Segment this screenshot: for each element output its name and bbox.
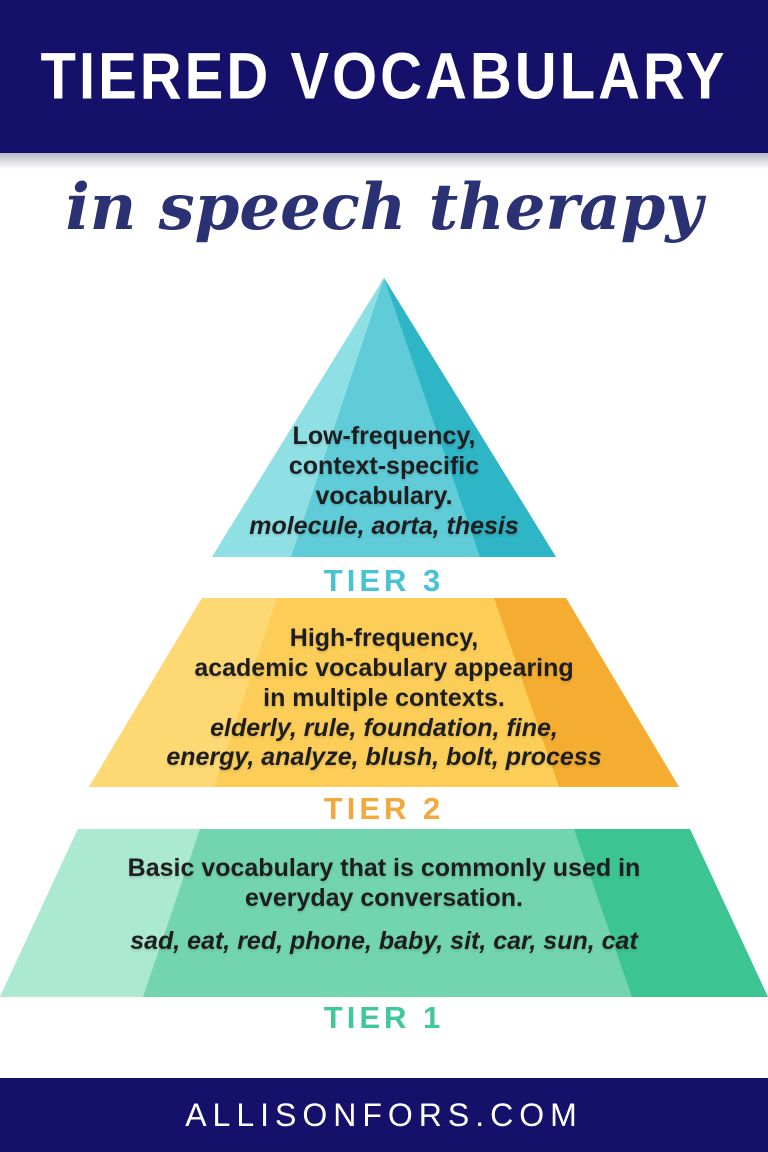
banner-shadow xyxy=(0,153,768,169)
tier-1-left-face xyxy=(0,829,200,997)
tier-2-shape xyxy=(89,598,679,787)
tier-2-description: High-frequency, academic vocabulary appe… xyxy=(194,624,574,712)
title-banner: TIERED VOCABULARY xyxy=(0,0,768,153)
page-subtitle: in speech therapy xyxy=(65,170,703,245)
tier-1-examples: sad, eat, red, phone, baby, sit, car, su… xyxy=(130,927,638,955)
tier-3-right-face xyxy=(384,278,556,557)
website-text: ALLISONFORS.COM xyxy=(185,1096,583,1133)
footer-banner: ALLISONFORS.COM xyxy=(0,1078,768,1152)
tier-1-description: Basic vocabulary that is commonly used i… xyxy=(127,854,641,912)
tier-3-description: Low-frequency, context-specific vocabula… xyxy=(288,422,480,510)
tier-1-shape xyxy=(0,829,768,997)
tier-2-examples: elderly, rule, foundation, fine, energy,… xyxy=(166,714,602,771)
tier-2-label: TIER 2 xyxy=(323,791,445,826)
tier-3-shape xyxy=(212,278,556,557)
tier-2-right-face xyxy=(494,598,679,787)
tier-1-right-face xyxy=(574,829,768,997)
tier-3-left-face xyxy=(212,278,384,557)
tier-2-left-face xyxy=(89,598,277,787)
tier-3-label: TIER 3 xyxy=(323,563,445,598)
tier-1-center-face xyxy=(0,829,768,997)
page-title: TIERED VOCABULARY xyxy=(40,39,728,114)
tier-1-label: TIER 1 xyxy=(323,1000,445,1035)
tier-3-examples: molecule, aorta, thesis xyxy=(249,512,519,540)
